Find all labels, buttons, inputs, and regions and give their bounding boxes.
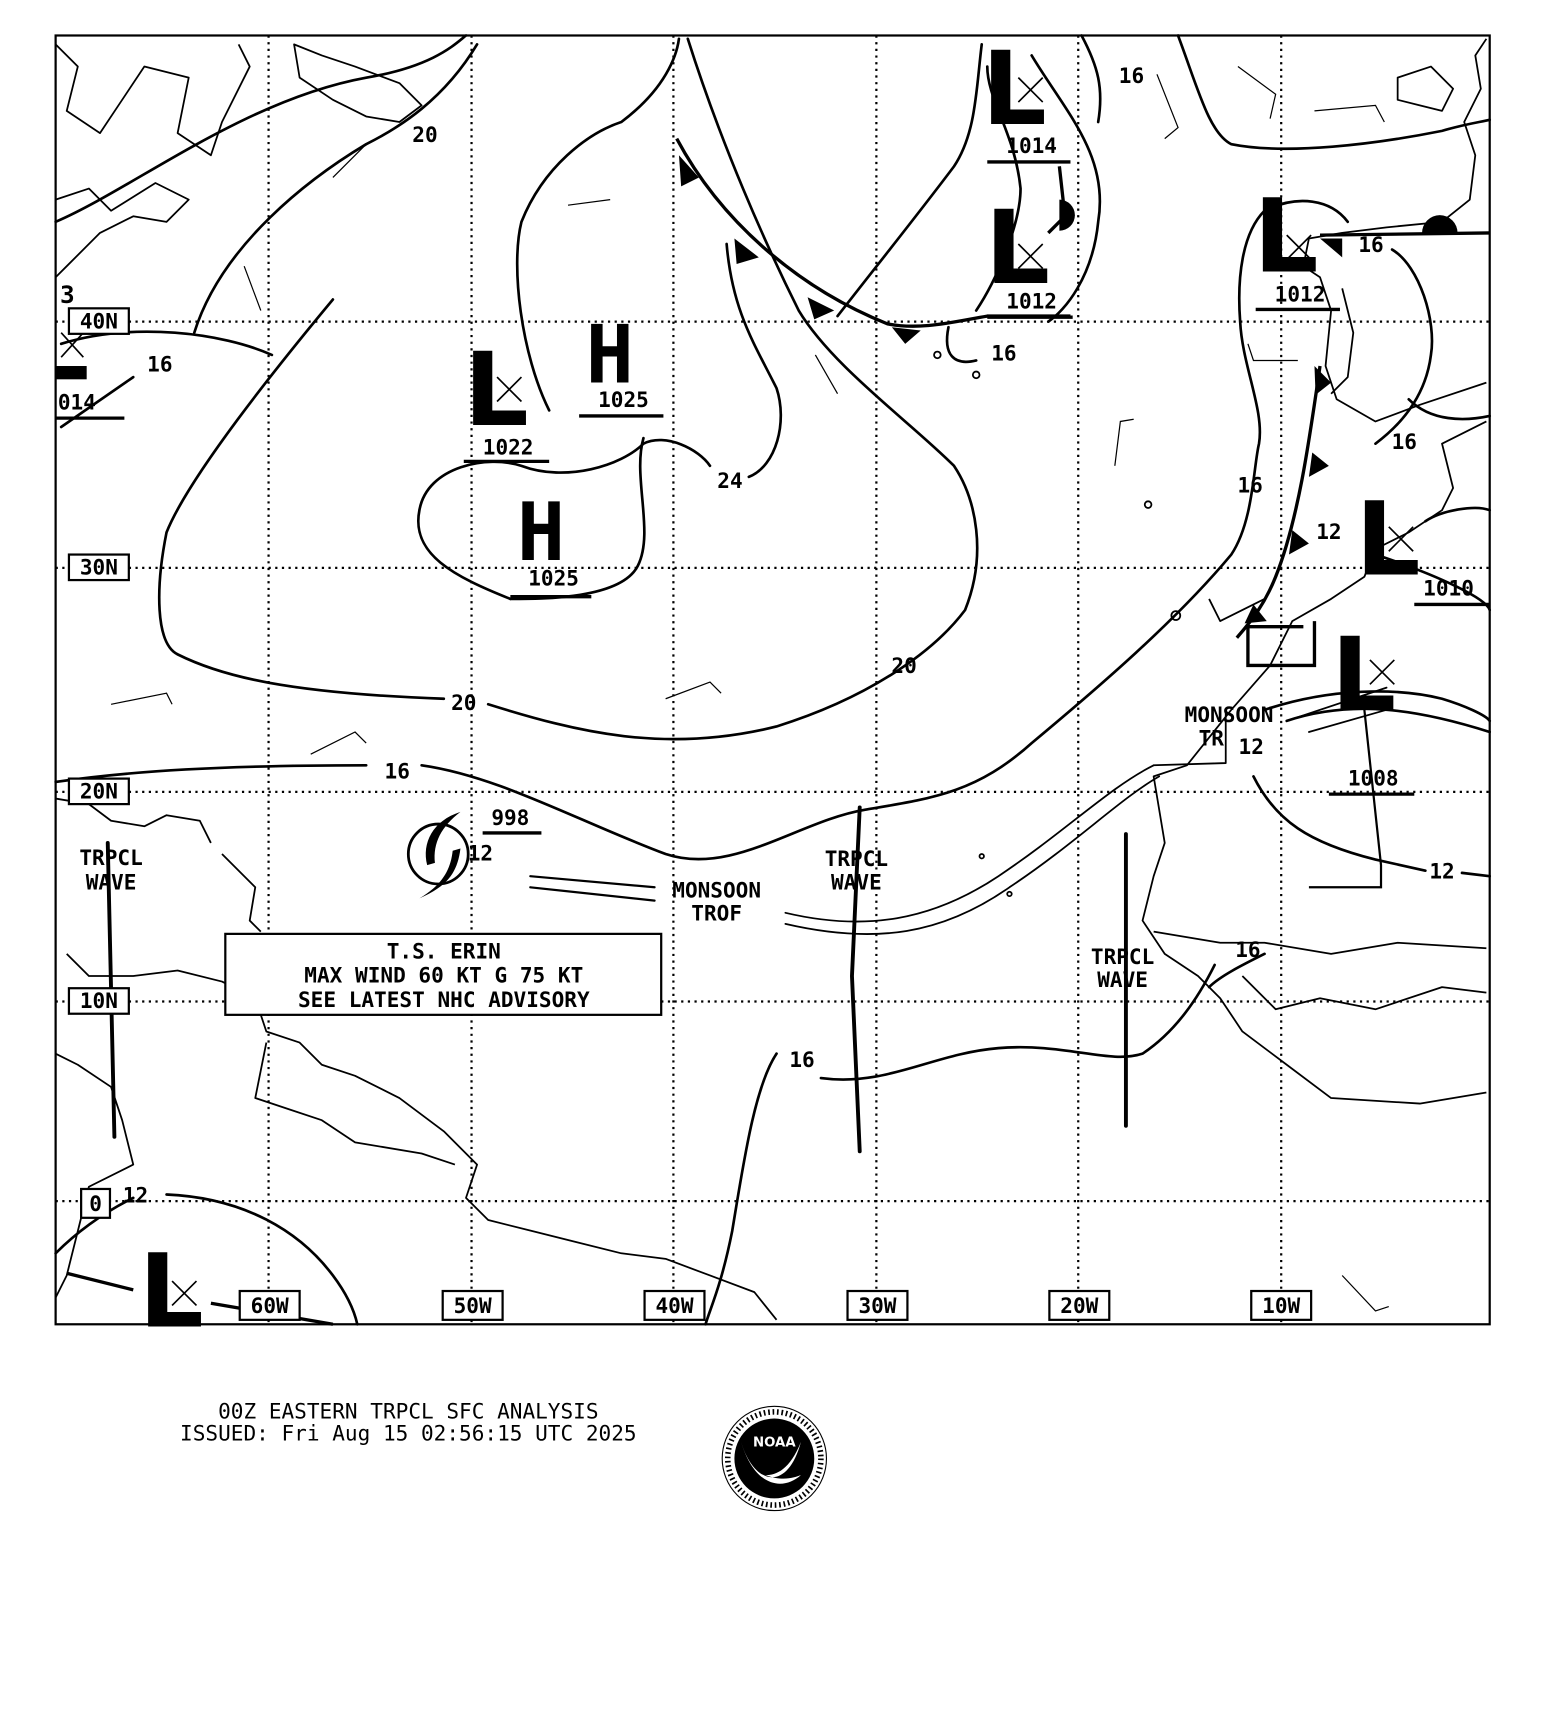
storm-max-wind: MAX WIND 60 KT G 75 KT — [304, 963, 583, 988]
storm-name: T.S. ERIN — [387, 938, 501, 963]
storm-advisory: SEE LATEST NHC ADVISORY — [298, 987, 590, 1012]
lon-label: 40W — [655, 1293, 693, 1318]
svg-text:1025: 1025 — [528, 566, 579, 591]
tropical-storm-symbol — [406, 811, 470, 899]
svg-text:NOAA: NOAA — [753, 1435, 796, 1450]
svg-text:L: L — [1253, 178, 1318, 297]
svg-text:L: L — [464, 331, 529, 450]
lon-label: 10W — [1262, 1293, 1300, 1318]
tropical-wave-label: TRPCL — [1091, 944, 1154, 969]
isobar-label: 12 — [1316, 519, 1341, 544]
tropical-wave-label: TRPCL — [79, 845, 142, 870]
chart-title: 00Z EASTERN TRPCL SFC ANALYSIS — [218, 1399, 598, 1424]
wind-barbs — [110, 66, 1389, 1312]
isobar-labels: 20 16 16 16 16 24 16 16 12 20 20 16 12 1… — [60, 63, 1455, 1207]
map-frame — [54, 34, 1491, 1326]
svg-text:1012: 1012 — [1006, 288, 1057, 313]
low-center-1014-west-edge: 014 — [55, 332, 125, 420]
feature-labels: MONSOON TROF MONSOON TR TRPCL WAVE TRPCL… — [79, 702, 1273, 992]
tropical-wave-label: WAVE — [1097, 967, 1148, 992]
pressure-centers: L 1022 H 1025 H 1025 L 1014 L 1012 — [55, 30, 1490, 1352]
isobar-label: 16 — [1358, 232, 1383, 257]
isobar-label: 20 — [451, 690, 476, 715]
storm-isobar: 12 — [468, 841, 493, 866]
svg-text:1025: 1025 — [598, 387, 649, 412]
low-center-1014: L 1014 — [982, 30, 1071, 164]
lat-lon-grid — [55, 35, 1490, 1325]
svg-text:1010: 1010 — [1423, 576, 1474, 601]
isobar-label: 16 — [789, 1047, 814, 1072]
svg-text:1008: 1008 — [1348, 765, 1399, 790]
isobar-label: 3 — [60, 280, 75, 309]
isobar-label: 16 — [385, 759, 410, 784]
low-center-1022: L 1022 — [463, 331, 550, 464]
isobar-label: 16 — [147, 352, 172, 377]
longitude-labels: 60W 50W 40W 30W 20W 10W — [238, 1289, 1313, 1321]
latitude-labels: 40N 30N 20N 10N 0 — [67, 307, 130, 1219]
svg-text:L: L — [1356, 481, 1421, 600]
lon-label: 30W — [858, 1293, 896, 1318]
isobar-label: 16 — [1392, 429, 1417, 454]
lat-label: 30N — [80, 555, 118, 580]
high-center-1025-north: H 1025 — [579, 309, 664, 418]
svg-text:1022: 1022 — [483, 435, 534, 460]
high-center-1025-south: H 1025 — [510, 486, 592, 599]
svg-text:H: H — [586, 309, 634, 402]
monsoon-trough — [529, 686, 1388, 936]
isobar-label: 12 — [1239, 734, 1264, 759]
isobar-label: 24 — [717, 468, 742, 493]
tropical-wave-label: TRPCL — [825, 846, 888, 871]
lat-label: 40N — [80, 308, 118, 333]
issued-timestamp: ISSUED: Fri Aug 15 02:56:15 UTC 2025 — [180, 1421, 637, 1446]
lon-label: 20W — [1060, 1293, 1098, 1318]
svg-text:H: H — [517, 486, 565, 579]
lon-label: 50W — [454, 1293, 492, 1318]
isobar-label: 20 — [412, 122, 437, 147]
svg-text:014: 014 — [58, 389, 96, 414]
isobar-label: 12 — [123, 1182, 148, 1207]
noaa-logo: NOAA — [721, 1405, 828, 1512]
low-center-south-edge: L — [66, 1233, 334, 1352]
low-center-1008: L 1008 — [1308, 616, 1415, 889]
lat-label: 0 — [89, 1191, 102, 1216]
svg-text:L: L — [139, 1233, 204, 1352]
ts-erin-annotation: 998 12 T.S. ERIN MAX WIND 60 KT G 75 KT … — [224, 805, 663, 1016]
lon-label: 60W — [251, 1293, 289, 1318]
isobar-label: 12 — [1429, 858, 1454, 883]
low-center-1010: L 1010 — [1356, 481, 1490, 607]
tropical-wave-label: WAVE — [86, 870, 137, 895]
low-center-1012-mid: L 1012 — [985, 189, 1073, 319]
svg-text:1012: 1012 — [1275, 282, 1326, 307]
isobar-label: 16 — [1235, 937, 1260, 962]
isobar-label: 20 — [891, 653, 916, 678]
isobar-label: 16 — [991, 340, 1016, 365]
tropical-wave-label: WAVE — [831, 870, 882, 895]
monsoon-trof-label: TROF — [691, 901, 742, 926]
monsoon-trof-label: TR — [1199, 725, 1225, 750]
lat-label: 20N — [80, 779, 118, 804]
low-center-1012-iberia: L 1012 — [1253, 178, 1340, 312]
monsoon-trof-label: MONSOON — [1185, 702, 1274, 727]
storm-pressure: 998 — [491, 805, 529, 830]
isobar-label: 16 — [1237, 472, 1262, 497]
storm-info-box — [224, 932, 663, 1016]
monsoon-trof-label: MONSOON — [672, 877, 761, 902]
isobar-label: 16 — [1119, 63, 1144, 88]
lat-label: 10N — [80, 988, 118, 1013]
svg-text:L: L — [982, 30, 1047, 149]
svg-text:1014: 1014 — [1006, 133, 1057, 158]
